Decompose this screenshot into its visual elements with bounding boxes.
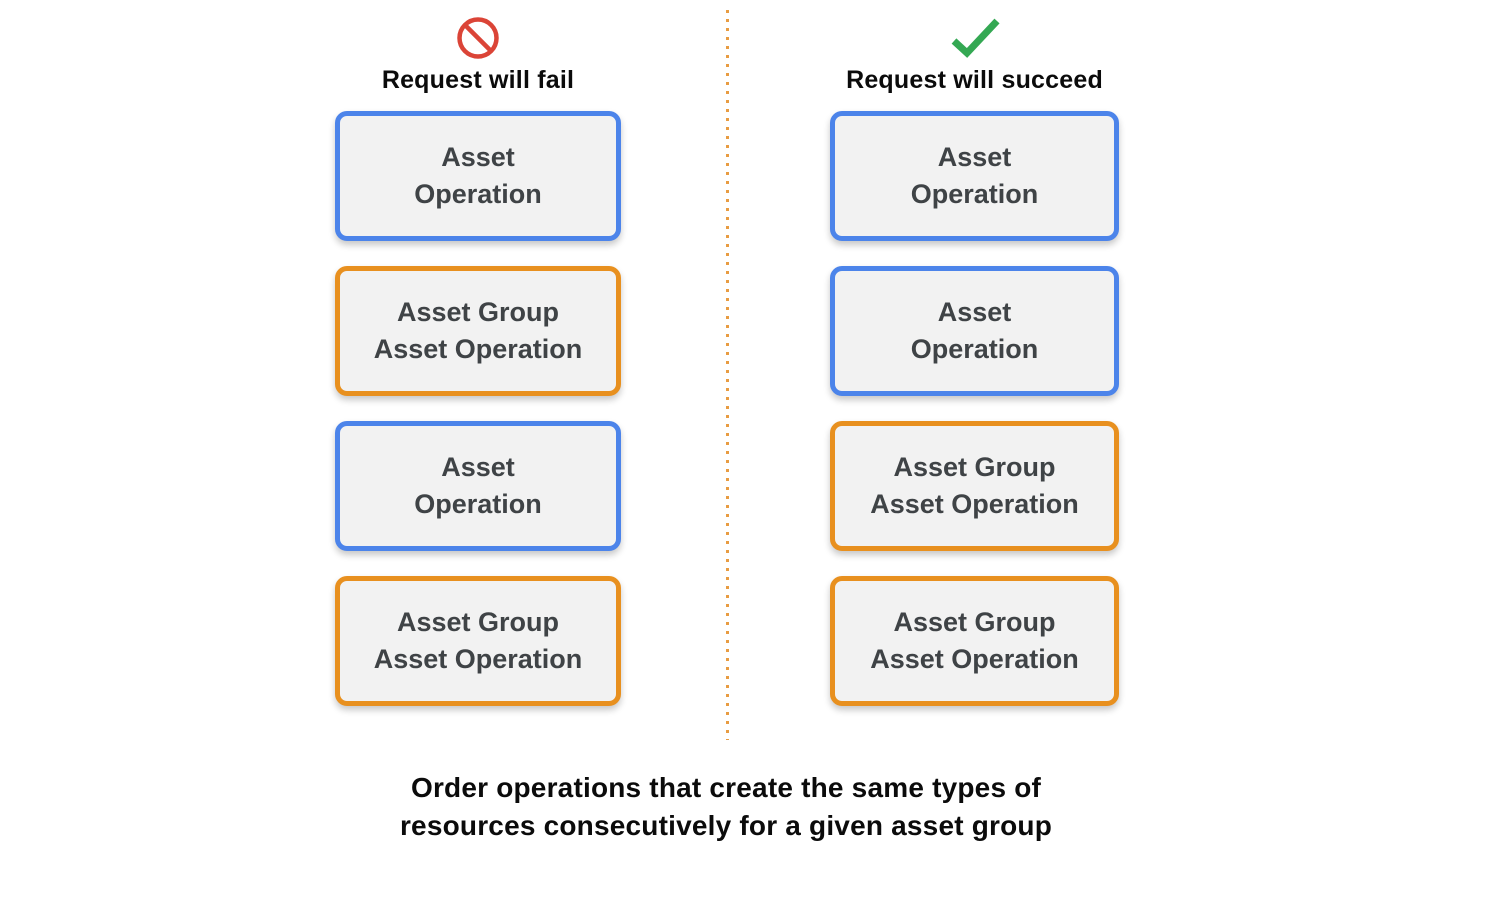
fail-column-header: Request will fail (382, 14, 574, 95)
box-asset-operation: Asset Operation (830, 266, 1119, 396)
succeed-column-header: Request will succeed (846, 14, 1103, 95)
fail-column: Request will fail Asset Operation Asset … (335, 14, 621, 731)
succeed-column-title: Request will succeed (846, 66, 1103, 94)
checkmark-icon-stroke (951, 18, 1000, 58)
box-asset-group-asset-operation: Asset Group Asset Operation (335, 576, 621, 706)
fail-column-title: Request will fail (381, 66, 575, 94)
box-asset-group-asset-operation: Asset Group Asset Operation (830, 421, 1119, 551)
prohibited-icon-circle (457, 17, 499, 59)
diagram-caption: Order operations that create the same ty… (399, 772, 1053, 841)
succeed-column: Request will succeed Asset Operation Ass… (830, 14, 1119, 731)
prohibited-icon (455, 14, 501, 62)
checkmark-icon (945, 14, 1005, 62)
prohibited-icon-slash (463, 23, 493, 53)
column-divider (726, 10, 729, 740)
box-asset-operation: Asset Operation (335, 421, 621, 551)
box-asset-group-asset-operation: Asset Group Asset Operation (830, 576, 1119, 706)
box-asset-operation: Asset Operation (335, 111, 621, 241)
box-asset-operation: Asset Operation (830, 111, 1119, 241)
box-asset-group-asset-operation: Asset Group Asset Operation (335, 266, 621, 396)
